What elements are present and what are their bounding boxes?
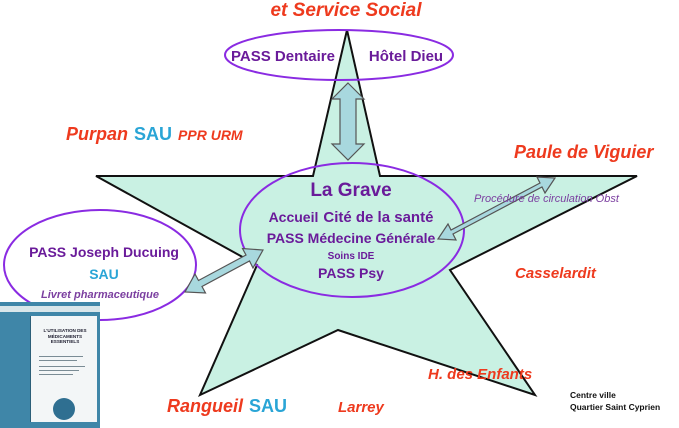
book-text-line xyxy=(39,360,77,361)
pass-ducuing-label: PASS Joseph Ducuing xyxy=(29,244,179,260)
book-text-line xyxy=(39,370,79,371)
book-top-stripe xyxy=(0,306,100,312)
centre-ville-label: Centre ville xyxy=(570,390,616,400)
h-des-enfants-label: H. des Enfants xyxy=(428,366,532,383)
double-arrow-right xyxy=(436,176,557,241)
rangueil-name: Rangueil xyxy=(167,396,244,416)
pass-medecine-label: PASS Médecine Générale xyxy=(267,230,436,246)
pass-psy-label: PASS Psy xyxy=(318,265,384,281)
casselardit-label: Casselardit xyxy=(515,265,597,282)
la-grave-title: La Grave xyxy=(310,180,391,201)
book-text-line xyxy=(39,366,85,367)
rangueil-sau: SAU xyxy=(249,396,287,416)
ducuing-sau-label: SAU xyxy=(89,266,119,282)
cite-sante-label: Cité de la santé xyxy=(323,209,433,226)
who-emblem-icon xyxy=(53,398,75,420)
top-oval xyxy=(224,29,454,81)
center-oval xyxy=(239,162,465,298)
purpan-extra: PPR URM xyxy=(178,127,243,143)
double-arrow-vertical xyxy=(330,82,366,161)
larrey-label: Larrey xyxy=(338,399,385,416)
book-text-line xyxy=(39,374,73,375)
book-title-line2: MÉDICAMENTS ESSENTIELS xyxy=(47,333,83,345)
livret-pharma-label: Livret pharmaceutique xyxy=(41,289,159,301)
double-arrow-left xyxy=(184,247,264,294)
star-shape xyxy=(95,29,638,398)
paule-de-viguier-label: Paule de Viguier xyxy=(514,142,654,162)
book-title: L'UTILISATION DES MÉDICAMENTS ESSENTIELS xyxy=(34,328,96,345)
book-text-line xyxy=(39,356,83,357)
book-panel: L'UTILISATION DES MÉDICAMENTS ESSENTIELS xyxy=(30,316,97,422)
soins-ide-label: Soins IDE xyxy=(328,251,375,262)
left-oval xyxy=(3,209,197,321)
purpan-sau: SAU xyxy=(134,124,172,144)
accueil-label: Accueil xyxy=(269,209,319,225)
livret-cover-image: L'UTILISATION DES MÉDICAMENTS ESSENTIELS xyxy=(0,302,100,428)
purpan-label: Purpan SAU PPR URM xyxy=(66,124,243,144)
procedure-circulation-label: Procédure de circulation Obst xyxy=(474,193,620,205)
purpan-name: Purpan xyxy=(66,124,128,144)
pass-dentaire-label: PASS Dentaire xyxy=(231,48,335,65)
book-title-line1: L'UTILISATION DES xyxy=(43,328,87,333)
quartier-saint-cyprien-label: Quartier Saint Cyprien xyxy=(570,402,660,412)
service-social-label: et Service Social xyxy=(270,0,422,21)
hotel-dieu-label: Hôtel Dieu xyxy=(369,48,443,65)
